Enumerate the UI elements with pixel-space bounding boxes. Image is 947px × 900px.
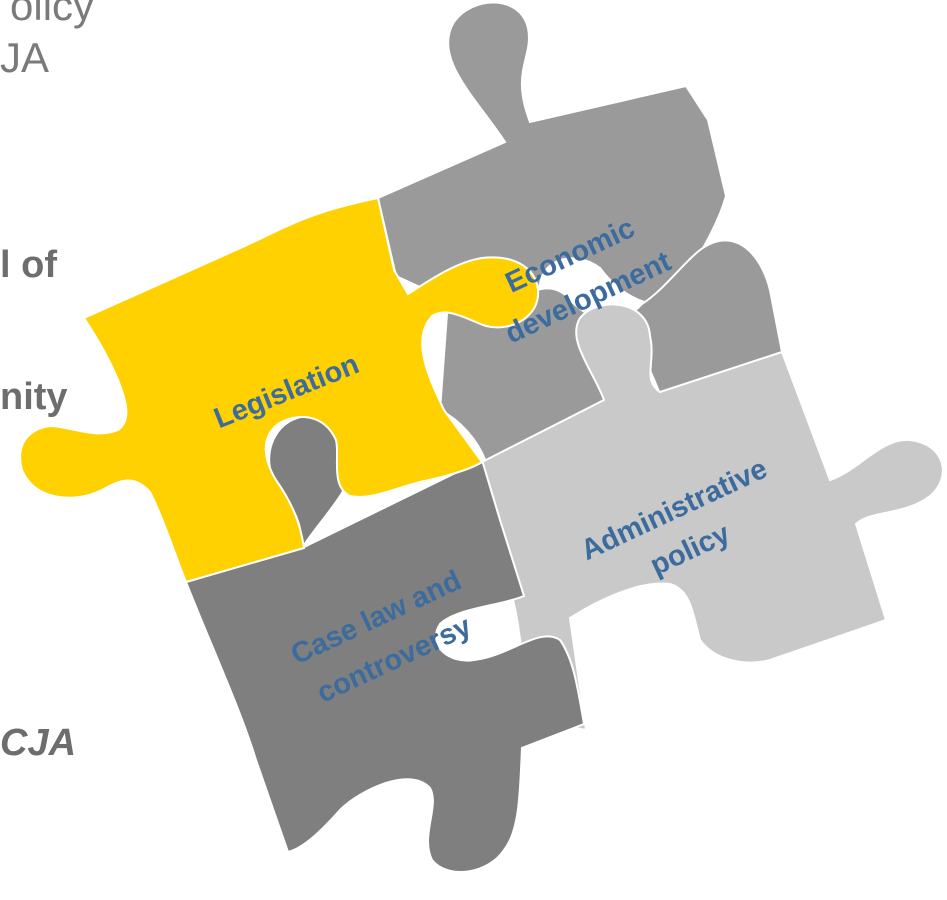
slide-text-line-2: JA [0, 34, 50, 81]
legislation-piece [19, 196, 540, 584]
case-law-piece [184, 414, 586, 874]
economic-development-piece [376, 1, 728, 318]
slide-text-line-5: CJA [0, 722, 77, 764]
administrative-policy-piece [480, 303, 944, 732]
slide-text-line-4: nity [0, 376, 68, 418]
slide-text-line-1: olicy [10, 0, 95, 29]
slide-text-line-3: l of [0, 244, 57, 286]
